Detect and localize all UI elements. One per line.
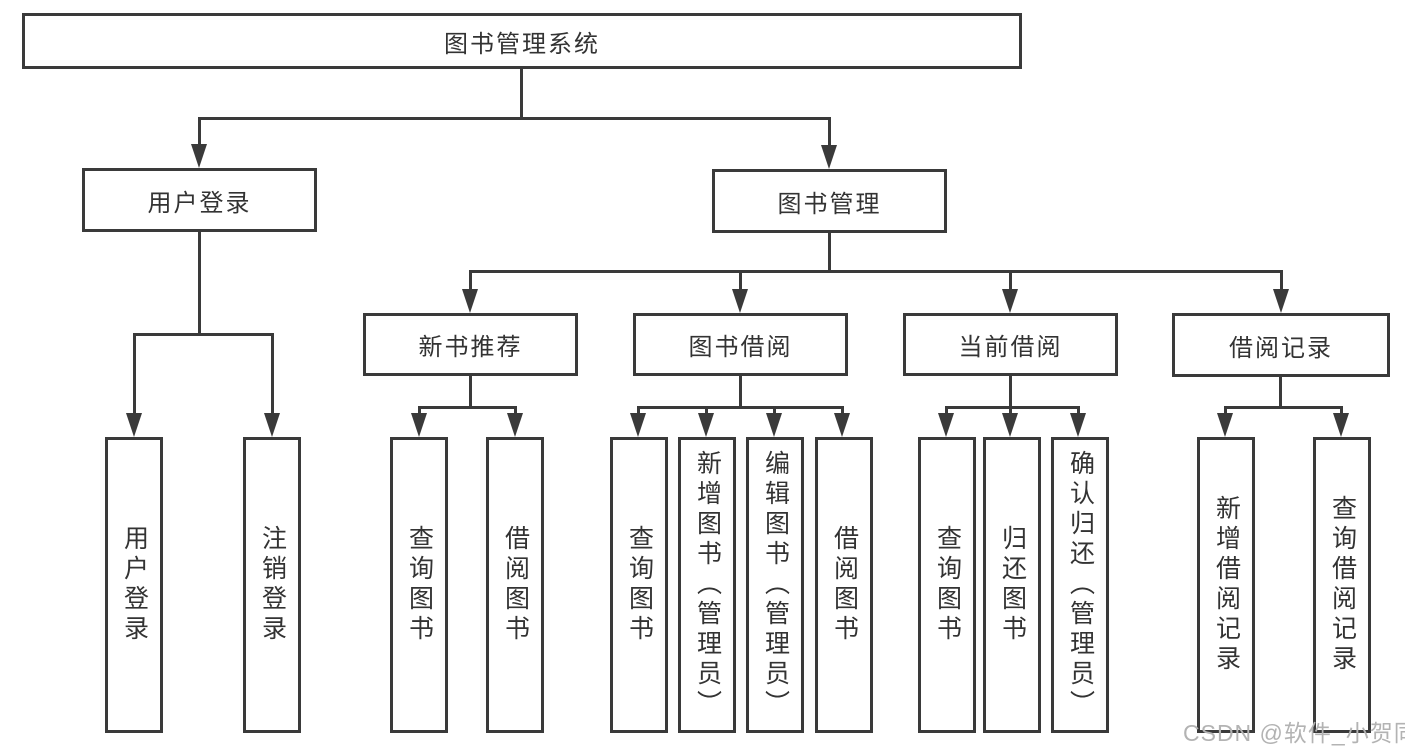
node-book-borrow: 图书借阅 <box>633 313 848 376</box>
connector-line <box>133 333 274 336</box>
connector-line <box>841 408 844 416</box>
connector-line <box>1009 408 1012 416</box>
connector-line <box>637 406 844 409</box>
connector-line <box>198 232 201 336</box>
arrow-down-icon <box>698 413 714 437</box>
arrow-down-icon <box>1002 413 1018 437</box>
connector-line <box>198 119 201 147</box>
leaf-logout: 注销登录 <box>243 437 301 733</box>
arrow-down-icon <box>411 413 427 437</box>
connector-line <box>1279 377 1282 408</box>
connector-line <box>1340 408 1343 416</box>
connector-line <box>418 408 421 416</box>
connector-line <box>1224 406 1343 409</box>
arrow-down-icon <box>732 289 748 313</box>
connector-line <box>469 270 1283 273</box>
connector-line <box>1280 272 1283 292</box>
node-book-management: 图书管理 <box>712 169 947 233</box>
node-root-library-system: 图书管理系统 <box>22 13 1022 69</box>
leaf-add-book-admin: 新增图书（管理员） <box>678 437 736 733</box>
arrow-down-icon <box>834 413 850 437</box>
connector-line <box>469 376 472 408</box>
connector-line <box>1224 408 1227 416</box>
connector-line <box>773 408 776 416</box>
arrow-down-icon <box>1273 289 1289 313</box>
connector-line <box>271 335 274 415</box>
connector-line <box>945 408 948 416</box>
connector-line <box>469 272 472 292</box>
arrow-down-icon <box>191 144 207 168</box>
connector-line <box>828 119 831 147</box>
csdn-watermark: CSDN @软件_小贺同学 <box>1183 720 1405 746</box>
connector-line <box>1077 408 1080 416</box>
leaf-add-borrow-record: 新增借阅记录 <box>1197 437 1255 733</box>
node-user-login: 用户登录 <box>82 168 317 232</box>
leaf-query-books-1: 查询图书 <box>390 437 448 733</box>
connector-line <box>514 408 517 416</box>
leaf-edit-book-admin: 编辑图书（管理员） <box>746 437 804 733</box>
arrow-down-icon <box>1070 413 1086 437</box>
leaf-query-borrow-record: 查询借阅记录 <box>1313 437 1371 733</box>
connector-line <box>637 408 640 416</box>
arrow-down-icon <box>1002 289 1018 313</box>
connector-line <box>739 272 742 292</box>
leaf-borrow-books-1: 借阅图书 <box>486 437 544 733</box>
arrow-down-icon <box>766 413 782 437</box>
connector-line <box>828 233 831 272</box>
leaf-borrow-books-2: 借阅图书 <box>815 437 873 733</box>
leaf-return-book: 归还图书 <box>983 437 1041 733</box>
leaf-query-books-3: 查询图书 <box>918 437 976 733</box>
node-borrow-record: 借阅记录 <box>1172 313 1390 377</box>
arrow-down-icon <box>507 413 523 437</box>
connector-line <box>705 408 708 416</box>
arrow-down-icon <box>630 413 646 437</box>
node-current-borrow: 当前借阅 <box>903 313 1118 376</box>
arrow-down-icon <box>126 413 142 437</box>
connector-line <box>1009 376 1012 408</box>
arrow-down-icon <box>462 289 478 313</box>
node-new-book-recommend: 新书推荐 <box>363 313 578 376</box>
leaf-confirm-return-admin: 确认归还（管理员） <box>1051 437 1109 733</box>
connector-line <box>739 376 742 408</box>
connector-line <box>1009 272 1012 292</box>
arrow-down-icon <box>264 413 280 437</box>
arrow-down-icon <box>1333 413 1349 437</box>
arrow-down-icon <box>938 413 954 437</box>
connector-line <box>418 406 517 409</box>
arrow-down-icon <box>1217 413 1233 437</box>
connector-line <box>945 406 1080 409</box>
leaf-query-books-2: 查询图书 <box>610 437 668 733</box>
connector-line <box>198 117 831 120</box>
leaf-user-login: 用户登录 <box>105 437 163 733</box>
connector-line <box>133 335 136 415</box>
connector-line <box>520 69 523 119</box>
arrow-down-icon <box>821 145 837 169</box>
